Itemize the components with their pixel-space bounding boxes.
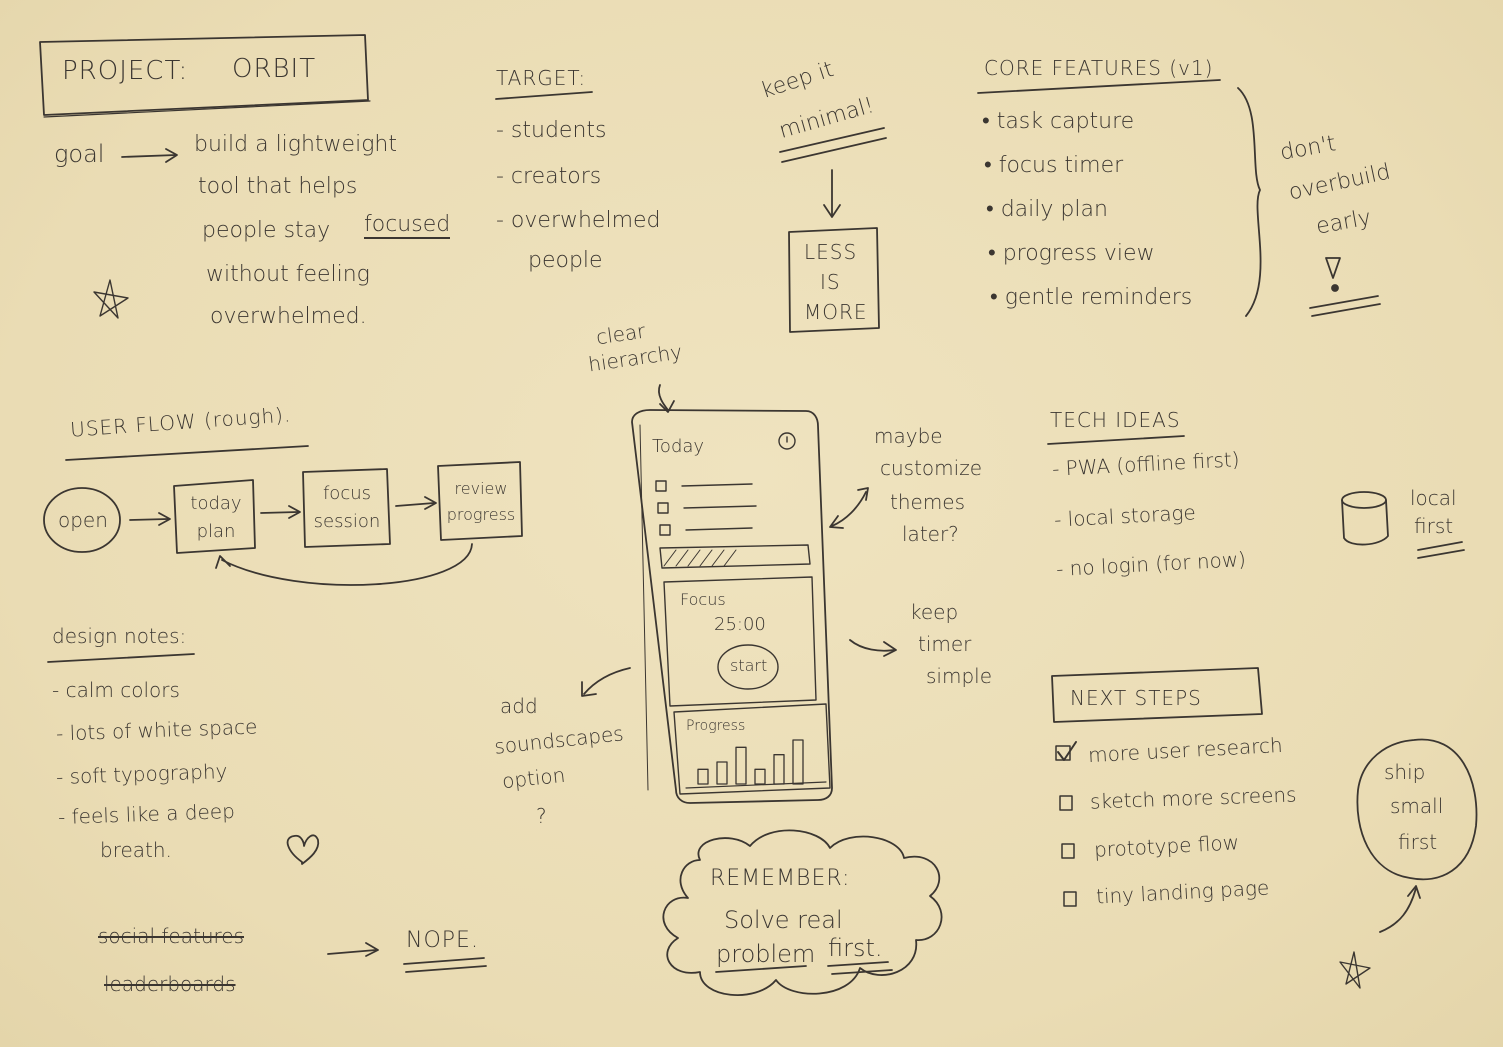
timer-note-1: keep — [910, 600, 959, 624]
goal-line-6: overwhelmed. — [210, 304, 367, 329]
customize-note-3: themes — [890, 490, 966, 514]
target-item-4: people — [528, 248, 603, 273]
customize-note-1: maybe — [874, 424, 943, 448]
progress-bar — [792, 739, 804, 785]
goal-label: goal — [54, 140, 105, 168]
feature-item-1: • task capture — [982, 109, 1135, 134]
rejected-leaderboards: leaderboards — [104, 972, 236, 996]
core-features-heading: CORE FEATURES (v1) — [984, 56, 1214, 80]
remember-line-2a: problem — [716, 940, 816, 968]
feature-item-2: • focus timer — [984, 153, 1124, 178]
remember-title: REMEMBER: — [710, 866, 851, 891]
db-note-1: local — [1410, 486, 1457, 510]
more-text: MORE — [804, 300, 868, 324]
design-item-1: - calm colors — [52, 678, 180, 702]
soundscapes-note-1: add — [500, 694, 538, 718]
phone-timer: 25:00 — [714, 614, 766, 635]
flow-node-today-plan: today plan — [190, 493, 242, 542]
nope-verdict: NOPE. — [406, 928, 479, 953]
star-icon-2 — [1339, 951, 1371, 989]
timer-note-2: timer — [918, 632, 972, 656]
timer-note-3: simple — [926, 664, 993, 688]
ship-line-2: small — [1390, 794, 1444, 818]
tech-heading: TECH IDEAS — [1050, 408, 1181, 432]
customize-note-2: customize — [880, 456, 983, 480]
goal-line-5: without feeling — [206, 262, 370, 287]
target-item-2: - creators — [496, 164, 602, 189]
phone-progress-label: Progress — [686, 718, 746, 734]
phone-header: Today — [652, 436, 705, 457]
target-heading: TARGET: — [496, 66, 587, 90]
goal-focused: focused — [364, 212, 451, 239]
soundscapes-note-4: ? — [536, 804, 547, 828]
project-name: ORBIT — [232, 54, 317, 84]
flow-node-open: open — [58, 508, 108, 532]
ship-line-3: first — [1398, 830, 1438, 854]
design-item-5: breath. — [100, 838, 172, 862]
target-item-3: - overwhelmed — [496, 208, 661, 233]
rejected-social: social features — [98, 924, 245, 948]
feature-item-5: • gentle reminders — [990, 285, 1193, 310]
feature-item-3: • daily plan — [986, 197, 1108, 222]
is-text: IS — [820, 270, 841, 294]
project-label: PROJECT: — [62, 56, 189, 86]
ship-line-1: ship — [1384, 760, 1426, 784]
progress-bar — [716, 761, 728, 785]
flow-node-review-progress: review progress — [446, 479, 516, 524]
less-text: LESS — [804, 240, 858, 264]
flow-node-focus-session: focus session — [313, 483, 381, 532]
progress-bar — [754, 768, 766, 785]
target-item-1: - students — [496, 118, 607, 143]
feature-item-4: • progress view — [988, 241, 1155, 266]
database-icon — [1341, 491, 1387, 509]
customize-note-4: later? — [902, 522, 959, 546]
remember-line-1: Solve real — [724, 906, 843, 934]
goal-line-2: tool that helps — [198, 174, 358, 199]
design-notes-heading: design notes: — [52, 624, 187, 648]
db-note-2: first — [1414, 514, 1454, 538]
phone-focus-label: Focus — [680, 590, 726, 609]
goal-line-1: build a lightweight — [194, 132, 397, 157]
next-steps-heading: NEXT STEPS — [1070, 686, 1202, 710]
goal-line-3: people stay — [202, 218, 331, 243]
remember-line-2b: first. — [828, 934, 883, 962]
heart-icon — [286, 834, 320, 865]
thought-cloud — [662, 829, 943, 996]
progress-bar — [773, 754, 785, 785]
progress-bar — [697, 768, 709, 785]
star-icon — [93, 279, 129, 319]
progress-bar — [735, 746, 747, 785]
phone-start-button[interactable]: start — [730, 656, 768, 675]
